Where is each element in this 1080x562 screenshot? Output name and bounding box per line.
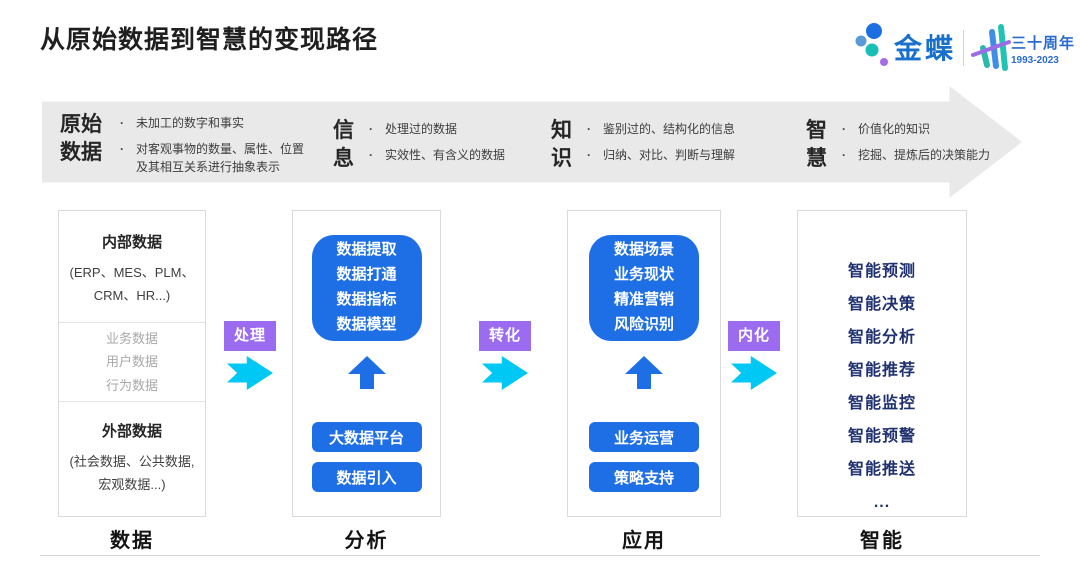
intelligence-item: 智能推送 xyxy=(847,461,916,478)
intelligence-column-box: 智能预测 智能决策 智能分析 智能推荐 智能监控 智能预警 智能推送 ... xyxy=(797,210,967,517)
page-title: 从原始数据到智慧的变现路径 xyxy=(40,26,379,54)
stage-point: 挖掘、提炼后的决策能力 xyxy=(830,146,990,165)
data-column-box: 内部数据 (ERP、MES、PLM、CRM、HR...) 业务数据 用户数据 行… xyxy=(58,210,206,517)
analysis-column-box: 数据提取 数据打通 数据指标 数据模型 大数据平台 数据引入 xyxy=(292,210,441,517)
stage-label: 原始数据 xyxy=(60,113,102,165)
stage-wisdom: 智慧 价值化的知识 挖掘、提炼后的决策能力 xyxy=(806,117,990,173)
internal-data-detail: (ERP、MES、PLM、CRM、HR...) xyxy=(69,265,195,304)
column-footer-analysis: 分析 xyxy=(344,530,389,552)
capability-line: 数据提取 xyxy=(336,241,397,259)
platform-pill: 数据引入 xyxy=(311,462,422,492)
external-data-title: 外部数据 xyxy=(101,423,162,440)
logo-divider xyxy=(963,30,964,66)
bottom-divider xyxy=(40,555,1040,556)
platform-pill: 业务运营 xyxy=(589,422,699,452)
column-footer-application: 应用 xyxy=(622,530,666,552)
connector-label: 转化 xyxy=(479,321,531,351)
external-data-detail: (社会数据、公共数据, 宏观数据...) xyxy=(69,454,195,493)
middle-data-item: 行为数据 xyxy=(105,377,158,393)
anniversary-years: 1993-2023 xyxy=(1011,55,1059,66)
stage-raw-data: 原始数据 未加工的数字和事实 对客观事物的数量、属性、位置及其相互关系进行抽象表… xyxy=(60,111,312,184)
intelligence-item-more: ... xyxy=(873,494,891,511)
connector-label: 内化 xyxy=(728,321,780,351)
intelligence-item: 智能推荐 xyxy=(847,362,916,379)
stage-points: 价值化的知识 挖掘、提炼后的决策能力 xyxy=(830,117,990,173)
stage-label: 信息 xyxy=(333,119,354,171)
right-arrow-icon xyxy=(227,356,273,390)
stage-points: 未加工的数字和事实 对客观事物的数量、属性、位置及其相互关系进行抽象表示 xyxy=(108,111,312,184)
analysis-capability-card: 数据提取 数据打通 数据指标 数据模型 xyxy=(311,235,422,341)
platform-pill: 大数据平台 xyxy=(311,422,422,452)
intelligence-item: 智能分析 xyxy=(847,329,916,346)
capability-line: 数据场景 xyxy=(613,241,674,259)
anniversary-30-mark-icon xyxy=(971,24,1011,71)
stage-points: 鉴别过的、结构化的信息 归纳、对比、判断与理解 xyxy=(575,117,735,173)
internal-data-section: 内部数据 (ERP、MES、PLM、CRM、HR...) xyxy=(59,211,205,322)
right-arrow-icon xyxy=(731,356,777,390)
stage-point: 价值化的知识 xyxy=(830,120,990,139)
platform-pill: 策略支持 xyxy=(589,462,699,492)
connector-label: 处理 xyxy=(224,321,276,351)
application-capability-card: 数据场景 业务现状 精准营销 风险识别 xyxy=(589,235,699,341)
intelligence-item: 智能监控 xyxy=(847,395,916,412)
column-footer-data: 数据 xyxy=(110,530,154,552)
connector-internalize: 内化 xyxy=(728,321,780,390)
connector-transform: 转化 xyxy=(479,321,531,390)
up-arrow-icon xyxy=(347,356,386,389)
middle-data-item: 用户数据 xyxy=(105,354,158,370)
intelligence-item: 智能决策 xyxy=(847,296,916,313)
capability-line: 数据指标 xyxy=(336,291,397,308)
right-arrow-icon xyxy=(482,356,528,390)
capability-line: 精准营销 xyxy=(613,291,674,308)
intelligence-item: 智能预警 xyxy=(847,428,916,445)
stage-point: 未加工的数字和事实 xyxy=(108,114,312,133)
stage-label: 智慧 xyxy=(806,119,827,171)
section-divider xyxy=(59,401,205,402)
external-data-section: 外部数据 (社会数据、公共数据, 宏观数据...) xyxy=(59,402,205,497)
stage-point: 鉴别过的、结构化的信息 xyxy=(575,120,735,139)
middle-data-item: 业务数据 xyxy=(105,330,158,346)
stage-information: 信息 处理过的数据 实效性、有含义的数据 xyxy=(333,117,505,173)
middle-data-section: 业务数据 用户数据 行为数据 xyxy=(59,323,205,401)
stage-label: 知识 xyxy=(551,119,572,171)
internal-data-title: 内部数据 xyxy=(101,234,162,251)
connector-process: 处理 xyxy=(224,321,276,390)
section-divider xyxy=(59,322,205,323)
intelligence-item: 智能预测 xyxy=(847,263,916,280)
stage-knowledge: 知识 鉴别过的、结构化的信息 归纳、对比、判断与理解 xyxy=(551,117,735,173)
brand-name: 金蝶 xyxy=(894,33,957,64)
stage-point: 实效性、有含义的数据 xyxy=(357,146,505,165)
application-column-box: 数据场景 业务现状 精准营销 风险识别 业务运营 策略支持 xyxy=(567,210,721,517)
stage-point: 归纳、对比、判断与理解 xyxy=(575,146,735,165)
stage-point: 对客观事物的数量、属性、位置及其相互关系进行抽象表示 xyxy=(108,140,312,177)
capability-line: 数据模型 xyxy=(336,315,397,333)
anniversary-label: 三十周年 xyxy=(1011,35,1076,52)
kingdee-logo-dots-icon xyxy=(855,23,888,66)
column-footer-intelligence: 智能 xyxy=(860,530,904,552)
intelligence-list: 智能预测 智能决策 智能分析 智能推荐 智能监控 智能预警 智能推送 ... xyxy=(798,211,966,519)
up-arrow-icon xyxy=(625,356,663,389)
anniversary-text: 三十周年 1993-2023 xyxy=(1011,32,1075,66)
stage-points: 处理过的数据 实效性、有含义的数据 xyxy=(357,117,505,173)
capability-line: 业务现状 xyxy=(613,266,674,284)
stage-point: 处理过的数据 xyxy=(357,120,505,139)
capability-line: 风险识别 xyxy=(613,315,674,333)
capability-line: 数据打通 xyxy=(336,266,397,284)
